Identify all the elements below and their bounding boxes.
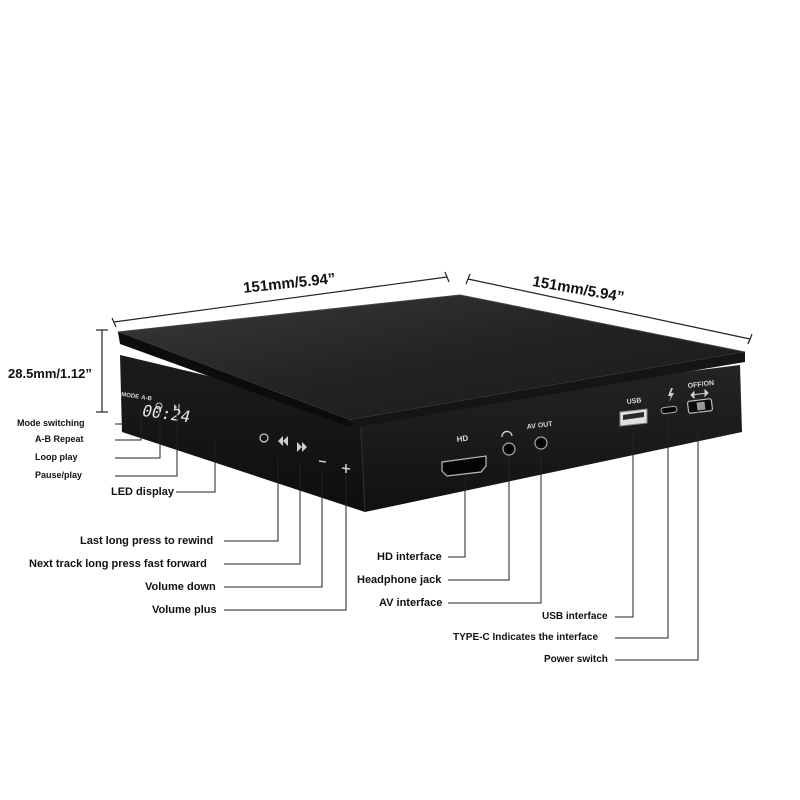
headphone-icon [501,430,513,438]
right-ports: HD AV OUT USB [441,380,714,477]
usb-text: USB [626,397,642,406]
callout-headphone-jack: Headphone jack [357,574,442,586]
av-out-port [534,436,548,450]
leader-lines [115,403,699,661]
fast-forward-icon [297,442,307,452]
callout-volume-plus: Volume plus [152,604,217,616]
device-lid-edge [118,332,352,428]
power-switch-arrow-icon [690,388,709,400]
dimension-lines [96,271,753,413]
callout-type-c: TYPE-C Indicates the interface [453,632,599,643]
device-front-face [120,355,365,512]
off-on-text: OFF/ON [687,380,714,390]
settings-icon [259,433,269,443]
hd-text: HD [456,434,469,444]
callout-loop-play: Loop play [35,452,78,462]
callout-fast-forward: Next track long press fast forward [29,558,207,570]
power-switch [686,398,714,414]
height-dimension: 28.5mm/1.12” [8,366,92,381]
callout-power-switch: Power switch [544,654,608,665]
callout-mode-switching: Mode switching [17,418,85,428]
callout-led-display: LED display [111,486,174,498]
device-lid-edge-right [350,352,745,428]
ab-text: A-B [141,395,153,403]
mode-text: MODE [121,392,140,400]
volume-down-icon [318,460,327,463]
type-c-port [660,405,678,415]
callout-pause-play: Pause/play [35,470,83,480]
loop-icon [155,402,163,410]
hdmi-port [441,455,487,477]
rewind-icon [278,436,288,446]
callout-rewind: Last long press to rewind [80,535,214,547]
av-out-text: AV OUT [526,421,553,431]
callout-volume-down: Volume down [145,581,216,593]
lightning-icon [668,388,674,402]
callout-hd-interface: HD interface [377,551,442,563]
callout-usb-interface: USB interface [542,611,608,622]
usb-port [619,408,648,427]
volume-plus-icon [341,464,351,473]
callout-ab-repeat: A-B Repeat [35,434,84,444]
headphone-jack-port [502,442,516,456]
pause-play-icon [174,404,180,410]
callout-av-interface: AV interface [379,597,443,609]
